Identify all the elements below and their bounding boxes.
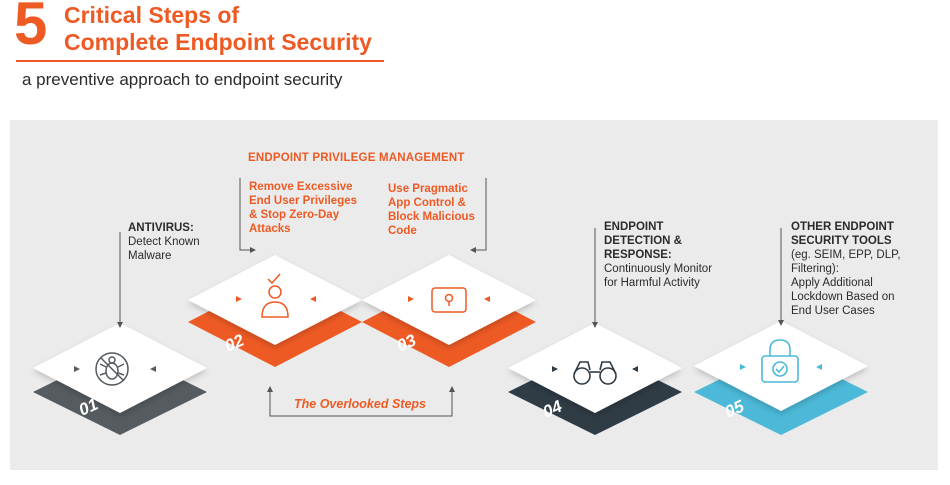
header: 5 Critical Steps of Complete Endpoint Se… <box>0 0 950 110</box>
step-05-label: OTHER ENDPOINT SECURITY TOOLS (eg. SEIM,… <box>791 220 901 318</box>
epm-right-line: Code <box>388 225 417 237</box>
step-01-heading: ANTIVIRUS: <box>128 222 194 234</box>
subtitle: a preventive approach to endpoint securi… <box>22 70 343 89</box>
step-05-body-line: Filtering): <box>791 263 839 275</box>
overlooked-steps-label: The Overlooked Steps <box>294 397 426 411</box>
step-05-body-line: End User Cases <box>791 305 875 317</box>
epm-right-text: Use Pragmatic App Control & Block Malici… <box>388 182 475 238</box>
title-line-2: Complete Endpoint Security <box>64 29 372 55</box>
step-02: 02 <box>188 255 362 367</box>
header-number: 5 <box>14 0 48 57</box>
step-04-body-line: for Harmful Activity <box>604 277 700 289</box>
epm-right-line: Use Pragmatic <box>388 183 468 195</box>
arrow-left-icon <box>816 364 822 370</box>
arrow-right-icon <box>740 364 746 370</box>
step-05-heading-line: SECURITY TOOLS <box>791 235 892 247</box>
arrow-left-icon <box>632 366 638 372</box>
step-05-heading-line: OTHER ENDPOINT <box>791 221 894 233</box>
arrow-right-icon <box>236 296 242 302</box>
step-04-body-line: Continuously Monitor <box>604 263 713 275</box>
title-rule <box>16 60 384 62</box>
step-02-top <box>188 255 362 345</box>
epm-left-line: Attacks <box>249 223 291 235</box>
epm-left-line: & Stop Zero-Day <box>249 209 340 221</box>
arrow-right-icon <box>408 296 414 302</box>
step-01-label: ANTIVIRUS: Detect Known Malware <box>128 221 200 263</box>
step-04-heading-line: ENDPOINT <box>604 221 664 233</box>
connector-lines <box>119 178 782 417</box>
padlock-check-icon <box>761 339 799 383</box>
epm-left-text: Remove Excessive End User Privileges & S… <box>249 180 357 236</box>
epm-right-line: Block Malicious <box>388 211 475 223</box>
step-03-top <box>362 255 536 345</box>
step-04-heading-line: DETECTION & <box>604 235 682 247</box>
binoculars-icon <box>573 361 617 385</box>
step-05: 05 <box>694 321 868 435</box>
arrow-right-icon <box>552 366 558 372</box>
arrow-left-icon <box>74 366 80 372</box>
step-01: 01 <box>33 323 207 435</box>
connector-arrowheads <box>117 247 784 392</box>
step-04-heading-line: RESPONSE: <box>604 249 672 261</box>
lock-window-icon <box>431 287 467 313</box>
bug-blocked-icon <box>95 352 129 386</box>
epm-title: ENDPOINT PRIVILEGE MANAGEMENT <box>248 152 465 164</box>
user-check-icon <box>261 273 289 318</box>
step-04-top <box>508 323 682 413</box>
title-line-1: Critical Steps of <box>64 2 240 28</box>
epm-left-line: End User Privileges <box>249 195 358 207</box>
step-05-top <box>694 321 868 411</box>
step-01-top <box>33 323 207 413</box>
epm-left-line: Remove Excessive <box>249 181 353 193</box>
step-05-body-line: (eg. SEIM, EPP, DLP, <box>791 249 901 261</box>
page-title: Critical Steps of Complete Endpoint Secu… <box>64 2 372 56</box>
step-04-label: ENDPOINT DETECTION & RESPONSE: Continuou… <box>604 220 712 290</box>
step-03: 03 <box>362 255 536 367</box>
arrow-left-icon <box>310 296 316 302</box>
step-01-body-line: Malware <box>128 250 172 262</box>
step-04: 04 <box>508 323 682 435</box>
step-01-body-line: Detect Known <box>128 236 200 248</box>
epm-right-line: App Control & <box>388 197 466 209</box>
step-05-body-line: Apply Additional <box>791 277 873 289</box>
step-05-body-line: Lockdown Based on <box>791 291 895 303</box>
arrow-left-icon <box>484 296 490 302</box>
arrow-right-icon <box>150 366 156 372</box>
